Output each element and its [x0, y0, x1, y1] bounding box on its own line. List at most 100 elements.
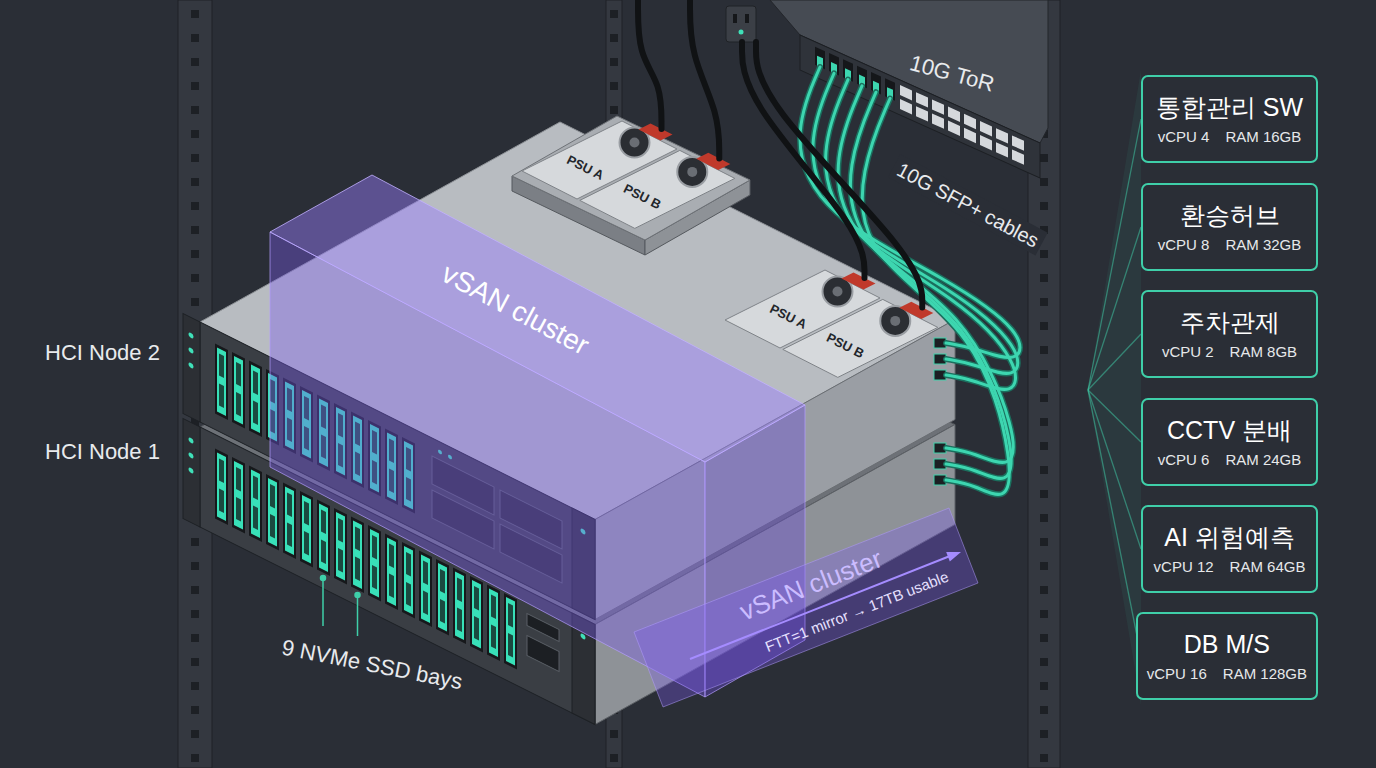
rj45-port [980, 121, 992, 136]
bay-frame [504, 593, 517, 670]
sfp-cable-shadow [862, 99, 1009, 495]
rail-hole [191, 754, 199, 762]
nvme-bay [283, 482, 296, 559]
nvme-bay [487, 584, 500, 661]
psu-panel [783, 299, 938, 377]
leader-dot [321, 576, 326, 581]
bay-frame [351, 516, 364, 592]
psu-module [783, 299, 938, 377]
rail-hole [191, 538, 199, 546]
bay-slot [423, 590, 428, 615]
rear-block [512, 116, 750, 255]
power-cable [690, 0, 719, 158]
bay-slot [491, 624, 496, 649]
bay-light [387, 537, 396, 606]
rail-hole [1040, 466, 1048, 474]
bay-slot [355, 526, 360, 550]
vm-box: 주차관제vCPU 2RAM 8GB [1141, 290, 1318, 378]
rail-hole [191, 610, 199, 618]
rail-hole [610, 730, 618, 738]
rail-hole [191, 82, 199, 90]
bay-slot [406, 582, 411, 607]
rail-hole [1040, 730, 1048, 738]
rail-hole [1040, 562, 1048, 570]
rail-hole [1040, 538, 1048, 546]
bay-frame [419, 550, 432, 627]
bay-frame [232, 352, 245, 428]
rj45-port [964, 128, 976, 143]
bay-slot [287, 522, 292, 547]
bay-light [319, 503, 328, 572]
bay-slot [508, 633, 513, 658]
rail-hole [191, 298, 199, 306]
nvme-bay [351, 516, 364, 592]
vm-box: AI 위험예측vCPU 12RAM 64GB [1141, 505, 1318, 593]
rj45-port [900, 85, 912, 100]
rj45-port [916, 92, 928, 107]
psu-label: PSU B [621, 182, 663, 213]
nvme-bay [470, 576, 483, 653]
bay-light [404, 546, 413, 615]
nvme-bay [215, 448, 228, 525]
vm-spec: RAM 32GB [1225, 236, 1301, 253]
rail-hole [610, 82, 618, 90]
outlet-plate [726, 6, 756, 42]
rail-hole [610, 58, 618, 66]
bay-light [370, 529, 379, 598]
vm-spec: RAM 128GB [1223, 665, 1307, 682]
rail-hole [610, 10, 618, 18]
bay-frame [249, 465, 262, 541]
vm-spec: vCPU 6 [1158, 451, 1210, 468]
vm-box: 통합관리 SWvCPU 4RAM 16GB [1141, 75, 1318, 163]
node-label: HCI Node 2 [45, 341, 160, 365]
bay-frame [402, 542, 415, 618]
rail-hole [191, 274, 199, 282]
vm-spec: RAM 8GB [1230, 343, 1298, 360]
rail-hole [191, 226, 199, 234]
bay-slot [423, 560, 428, 585]
bay-slot [236, 497, 241, 522]
bay-slot [304, 501, 309, 525]
rail-hole [1040, 682, 1048, 690]
bay-slot [491, 594, 496, 619]
strip-band [634, 508, 978, 707]
outlet-led [739, 30, 744, 35]
bay-frame [283, 482, 296, 559]
rail-hole [191, 730, 199, 738]
rail-hole [191, 10, 199, 18]
bay-slot [338, 518, 343, 543]
outlet-slot [745, 14, 749, 23]
block-top [512, 116, 750, 240]
rail-hole [1040, 346, 1048, 354]
power-socket [639, 123, 673, 140]
bay-frame [215, 448, 228, 525]
vsan-strip [634, 508, 978, 707]
bay-slot [321, 509, 326, 534]
status-led [189, 467, 194, 475]
node-label: HCI Node 1 [45, 440, 160, 464]
nvme-bay [385, 533, 398, 610]
rail-hole [1040, 610, 1048, 618]
bay-slot [389, 543, 394, 568]
rail-hole [1040, 442, 1048, 450]
leader-line [322, 578, 324, 626]
rj45-port [932, 99, 944, 114]
vm-spec: vCPU 2 [1162, 343, 1214, 360]
bay-light [421, 554, 430, 623]
bay-slot [440, 599, 445, 624]
vm-spec: RAM 24GB [1225, 451, 1301, 468]
rail-hole [191, 130, 199, 138]
bay-frame [368, 525, 381, 602]
power-socket [696, 153, 730, 170]
nvme-bay [232, 352, 245, 428]
bay-light [489, 588, 498, 657]
nvme-bay [317, 499, 330, 575]
spec-row: vCPU 16RAM 128GB [1147, 665, 1307, 682]
rail-hole [1040, 250, 1048, 258]
rj45-port [1012, 135, 1024, 150]
fan-line [1088, 334, 1141, 390]
bay-slot [270, 484, 275, 509]
bay-light [353, 520, 362, 588]
fan-line [1088, 390, 1141, 442]
power-cable [638, 0, 662, 129]
